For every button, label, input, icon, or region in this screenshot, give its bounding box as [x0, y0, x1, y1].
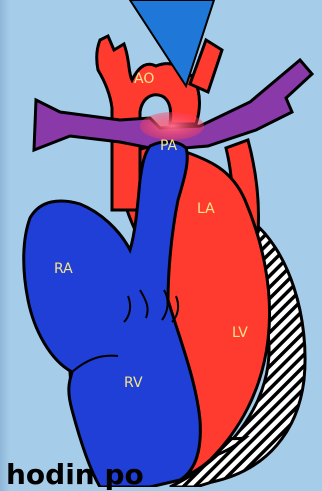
- label-lv: LV: [232, 325, 248, 341]
- label-rv: RV: [124, 375, 143, 391]
- label-la: LA: [197, 201, 215, 217]
- label-ra: RA: [54, 261, 73, 277]
- ductus-shunt: [140, 112, 204, 140]
- label-pa: PA: [160, 138, 178, 154]
- caption-text: hodin po: [6, 460, 144, 490]
- label-ao: AO: [134, 71, 154, 87]
